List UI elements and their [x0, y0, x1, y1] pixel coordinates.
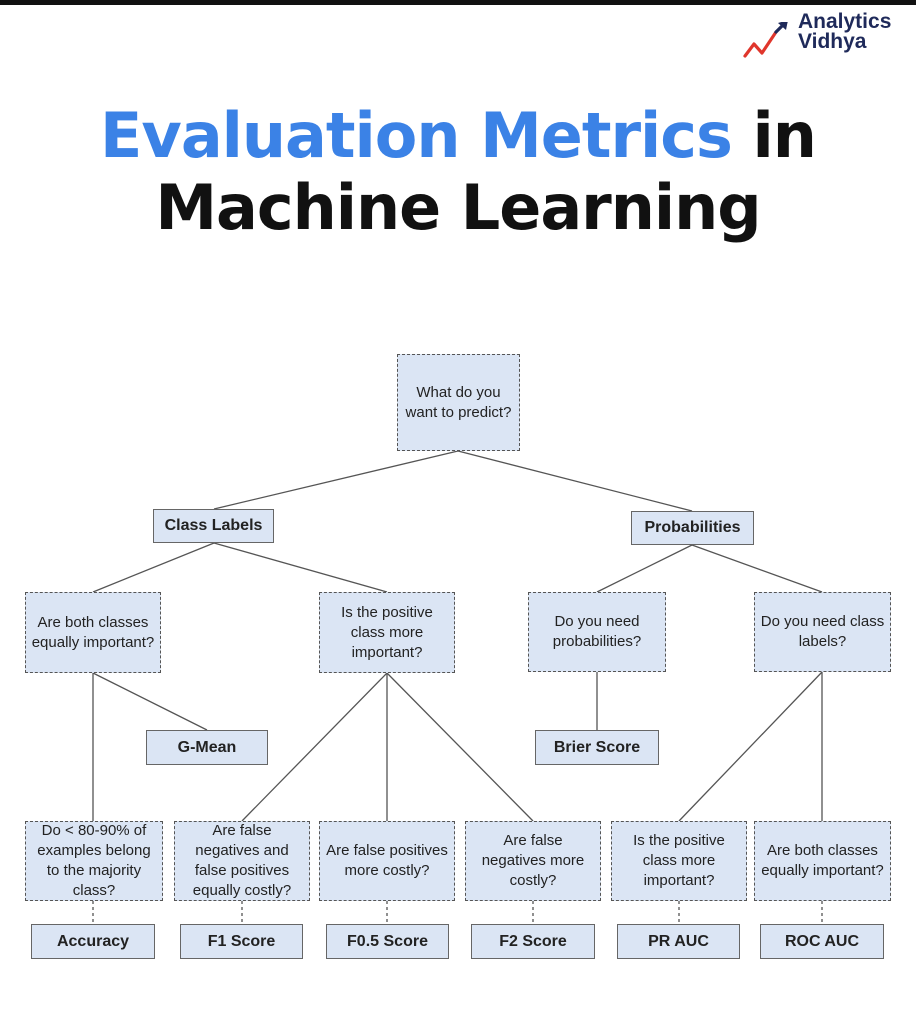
node-classes-equal-2: Are both classes equally important?: [754, 821, 891, 901]
node-roc-auc: ROC AUC: [760, 924, 884, 959]
node-fp-costly: Are false positives more costly?: [319, 821, 455, 901]
title-rest: in: [731, 99, 817, 172]
edge-needlabels-pos2: [678, 671, 823, 822]
node-positive-important: Is the positive class more important?: [319, 592, 455, 673]
node-f2-score: F2 Score: [471, 924, 595, 959]
edge-positive-fn: [386, 672, 534, 822]
node-need-class-labels: Do you need class labels?: [754, 592, 891, 672]
logo-text-line2: Vidhya: [798, 30, 867, 53]
edge-prob-needprob: [596, 544, 693, 593]
node-g-mean: G-Mean: [146, 730, 268, 765]
edge-positive-fnfp: [241, 672, 388, 822]
trend-arrow-icon: [743, 22, 788, 58]
analytics-vidhya-logo: Analytics Vidhya: [742, 10, 912, 62]
title-line2: Machine Learning: [155, 171, 761, 244]
node-brier-score: Brier Score: [535, 730, 659, 765]
node-f1-score: F1 Score: [180, 924, 303, 959]
logo-text-line1: Analytics: [798, 10, 892, 33]
node-classes-equal: Are both classes equally important?: [25, 592, 161, 673]
node-f05-score: F0.5 Score: [326, 924, 449, 959]
edge-root-prob: [457, 450, 693, 512]
title-highlight: Evaluation Metrics: [100, 99, 733, 172]
edge-root-class: [213, 450, 459, 510]
node-class-labels: Class Labels: [153, 509, 274, 543]
edge-equal-gmean: [92, 672, 208, 731]
node-majority-class: Do < 80-90% of examples belong to the ma…: [25, 821, 163, 901]
edge-prob-needlabels: [691, 544, 823, 593]
node-positive-important-2: Is the positive class more important?: [611, 821, 747, 901]
node-accuracy: Accuracy: [31, 924, 155, 959]
node-need-probabilities: Do you need probabilities?: [528, 592, 666, 672]
node-fn-fp-equal: Are false negatives and false positives …: [174, 821, 310, 901]
edge-class-positive: [213, 542, 388, 593]
top-border: [0, 0, 916, 5]
node-fn-costly: Are false negatives more costly?: [465, 821, 601, 901]
node-pr-auc: PR AUC: [617, 924, 740, 959]
node-root: What do you want to predict?: [397, 354, 520, 451]
page-title: Evaluation Metrics in Machine Learning: [0, 100, 916, 244]
node-probabilities: Probabilities: [631, 511, 754, 545]
edge-class-equal: [92, 542, 215, 593]
